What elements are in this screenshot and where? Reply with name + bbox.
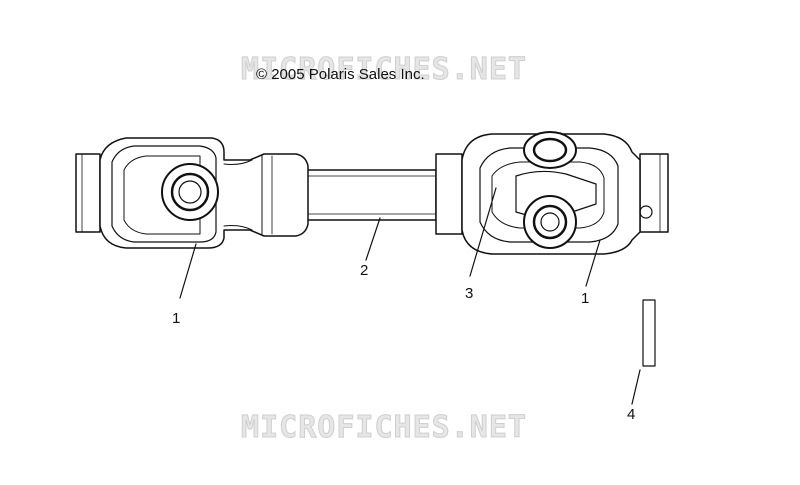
leader-lines	[179, 187, 641, 405]
callout-2: 2	[360, 262, 369, 279]
callout-4: 4	[627, 406, 636, 423]
copyright-notice: © 2005 Polaris Sales Inc.	[256, 66, 425, 83]
watermark-top: MICROFICHES.NET	[241, 52, 527, 88]
right-u-joint	[435, 131, 669, 255]
callout-1-left: 1	[172, 310, 181, 327]
key-part	[642, 299, 656, 367]
callout-3: 3	[465, 285, 474, 302]
shaft-tube	[307, 169, 437, 221]
left-u-joint	[75, 137, 309, 249]
watermark-bottom: MICROFICHES.NET	[241, 410, 527, 446]
callout-1-right: 1	[581, 290, 590, 307]
